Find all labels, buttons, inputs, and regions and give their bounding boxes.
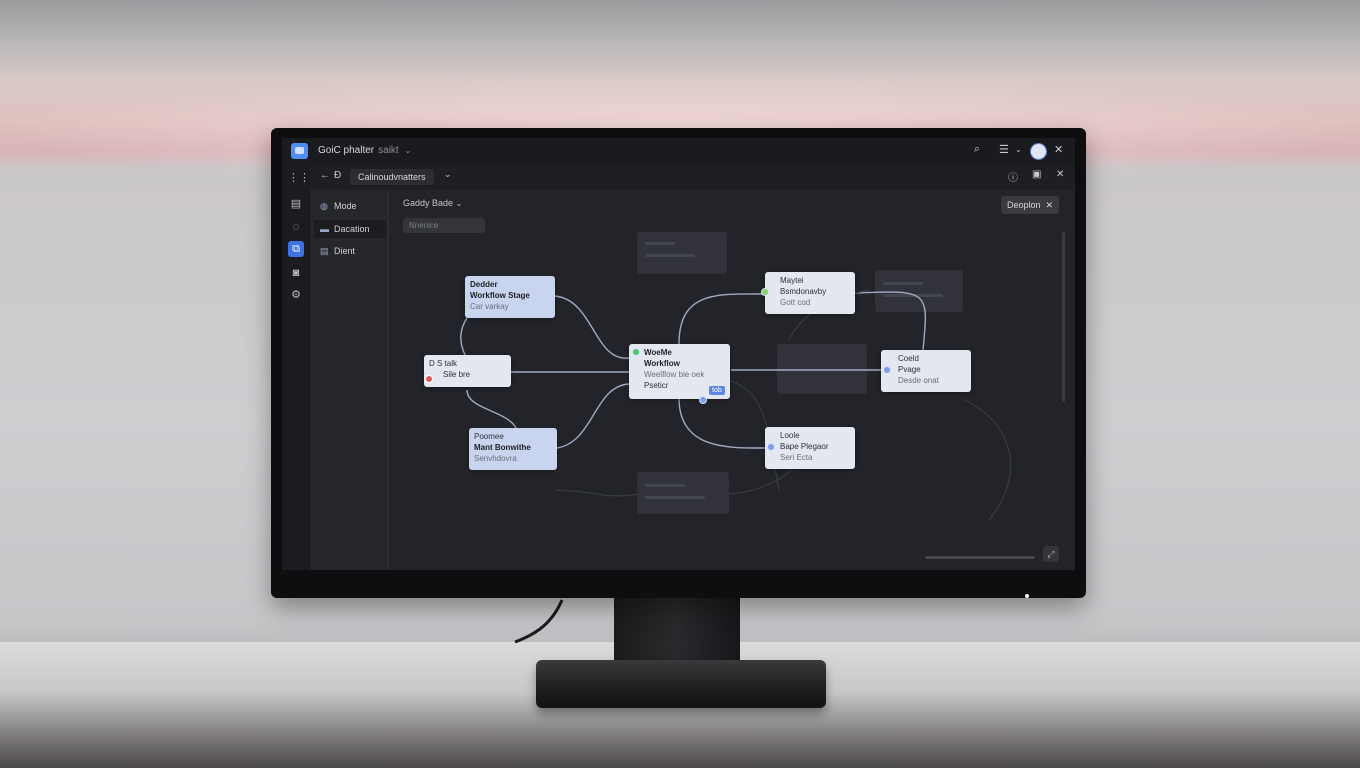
- node-label: Mant Bonwithe: [474, 443, 531, 452]
- ghost-node: [875, 270, 963, 312]
- save-icon[interactable]: ▣: [1032, 169, 1042, 180]
- power-led: [1025, 594, 1029, 598]
- connections: [460, 289, 1012, 521]
- canvas-header-text: Gaddy Bade: [403, 198, 454, 208]
- mode-icon: ◍: [320, 201, 328, 211]
- node-label: Pvage: [898, 365, 921, 374]
- node-title: Dedder: [470, 280, 498, 289]
- node-title: Poomee: [474, 432, 504, 441]
- input-port[interactable]: [883, 366, 891, 374]
- input-port[interactable]: [761, 288, 769, 296]
- ghost-node: [637, 232, 727, 274]
- info-icon[interactable]: ⓘ: [1008, 173, 1018, 184]
- nav-item-mode[interactable]: ◍ Mode: [314, 197, 386, 215]
- input-port[interactable]: [767, 443, 775, 451]
- node-meta: Seri Ecta: [780, 453, 813, 462]
- chevron-down-icon[interactable]: ⌄: [444, 169, 452, 179]
- workflow-node-stage[interactable]: Dedder Workflow Stage Car varkay: [465, 276, 555, 318]
- apps-grid-icon[interactable]: ⋮⋮: [288, 172, 310, 184]
- node-meta: Gott cod: [780, 298, 811, 307]
- workflow-icon[interactable]: ⧉: [288, 241, 304, 257]
- app-logo-icon: [291, 143, 308, 159]
- chevron-down-icon[interactable]: ⌄: [1015, 145, 1022, 154]
- preview-icon[interactable]: ◙: [292, 267, 300, 279]
- gear-icon[interactable]: ⚙: [291, 289, 301, 301]
- monitor-stand-base: [536, 660, 826, 708]
- node-label: Bsmdonavby: [780, 287, 827, 296]
- vertical-scrollbar[interactable]: [1062, 232, 1065, 402]
- status-badge: tob: [709, 386, 725, 395]
- node-meta: Desde onat: [898, 376, 939, 385]
- breadcrumb[interactable]: Calinoudvnatters: [350, 169, 434, 185]
- status-port[interactable]: [632, 348, 640, 356]
- node-meta: Weelflow bie oek: [644, 370, 705, 379]
- output-port[interactable]: [699, 396, 707, 404]
- nav-item-dient[interactable]: ▤ Dient: [314, 242, 386, 260]
- close-icon: ✕: [1045, 200, 1053, 210]
- nav-item-dacation[interactable]: ▬ Dacation: [314, 220, 386, 238]
- workflow-node-pvage[interactable]: Coeld Pvage Desde onat: [881, 350, 971, 392]
- folder-icon: ▬: [320, 224, 329, 234]
- toolbar: ← Đ Calinoudvnatters ⌄ ⓘ ▣ ✕: [310, 164, 1075, 191]
- history-icon[interactable]: ◌: [292, 221, 300, 233]
- canvas-search-input[interactable]: Nnenice: [403, 218, 485, 233]
- workflow-node-bonwithe[interactable]: Poomee Mant Bonwithe Senvhdovra: [469, 428, 557, 470]
- panel-button[interactable]: Deoplon ✕: [1001, 196, 1059, 214]
- node-title: Maytei: [780, 276, 804, 285]
- fit-view-icon[interactable]: ⤢: [1043, 546, 1059, 562]
- layout-icon[interactable]: ▤: [290, 198, 302, 210]
- workflow-node-talk[interactable]: D S talk Sile bre: [424, 355, 511, 387]
- workflow-node-bsmdonavby[interactable]: Maytei Bsmdonavby Gott cod: [761, 272, 855, 314]
- ghost-node: [777, 344, 867, 394]
- app-title-text: GoiC phalter: [318, 145, 375, 156]
- close-icon[interactable]: ✕: [1056, 169, 1065, 180]
- canvas-header[interactable]: Gaddy Bade ⌄: [403, 198, 462, 208]
- workflow-node-main[interactable]: WoeMe Workflow Weelflow bie oek Pseticr …: [629, 344, 730, 404]
- horizontal-scrollbar[interactable]: [925, 556, 1035, 559]
- avatar[interactable]: [1030, 143, 1047, 160]
- side-nav: ◍ Mode ▬ Dacation ▤ Dient: [310, 190, 389, 570]
- node-detail: Pseticr: [644, 381, 669, 390]
- error-port[interactable]: [425, 375, 433, 383]
- nav-item-label: Dacation: [334, 224, 370, 234]
- close-icon[interactable]: ✕: [1054, 144, 1064, 156]
- search-icon[interactable]: ⌕: [974, 143, 981, 155]
- node-title: Coeld: [898, 354, 919, 363]
- list-icon: ▤: [320, 246, 329, 256]
- node-label: Workflow: [644, 359, 680, 368]
- node-label: Workflow Stage: [470, 291, 530, 300]
- nav-item-label: Dient: [334, 246, 356, 256]
- workflow-canvas[interactable]: Gaddy Bade ⌄ Nnenice Deoplon ✕ ⤢: [389, 190, 1075, 570]
- node-title: D S talk: [429, 359, 458, 368]
- monitor-cable: [514, 599, 564, 644]
- menu-icon[interactable]: ☰: [999, 144, 1009, 156]
- chevron-down-icon: ⌄: [404, 146, 412, 155]
- node-title: Loole: [780, 431, 800, 440]
- node-title: WoeMe: [644, 348, 672, 357]
- panel-button-label: Deoplon: [1007, 200, 1041, 210]
- back-button[interactable]: ←: [320, 170, 330, 181]
- node-label: Bape Plegaor: [780, 442, 829, 451]
- ghost-node: [637, 472, 729, 514]
- nav-item-label: Mode: [334, 201, 357, 211]
- node-meta: Senvhdovra: [474, 454, 517, 463]
- node-meta: Car varkay: [470, 302, 509, 311]
- app-subtitle: saikt: [378, 145, 399, 156]
- node-label: Sile bre: [443, 370, 471, 379]
- nav-button[interactable]: Đ: [334, 170, 342, 181]
- icon-rail: ⋮⋮ ▤ ◌ ⧉ ◙ ⚙: [282, 164, 311, 570]
- chevron-down-icon: ⌄: [455, 199, 463, 208]
- workflow-node-plegaor[interactable]: Loole Bape Plegaor Seri Ecta: [765, 427, 855, 469]
